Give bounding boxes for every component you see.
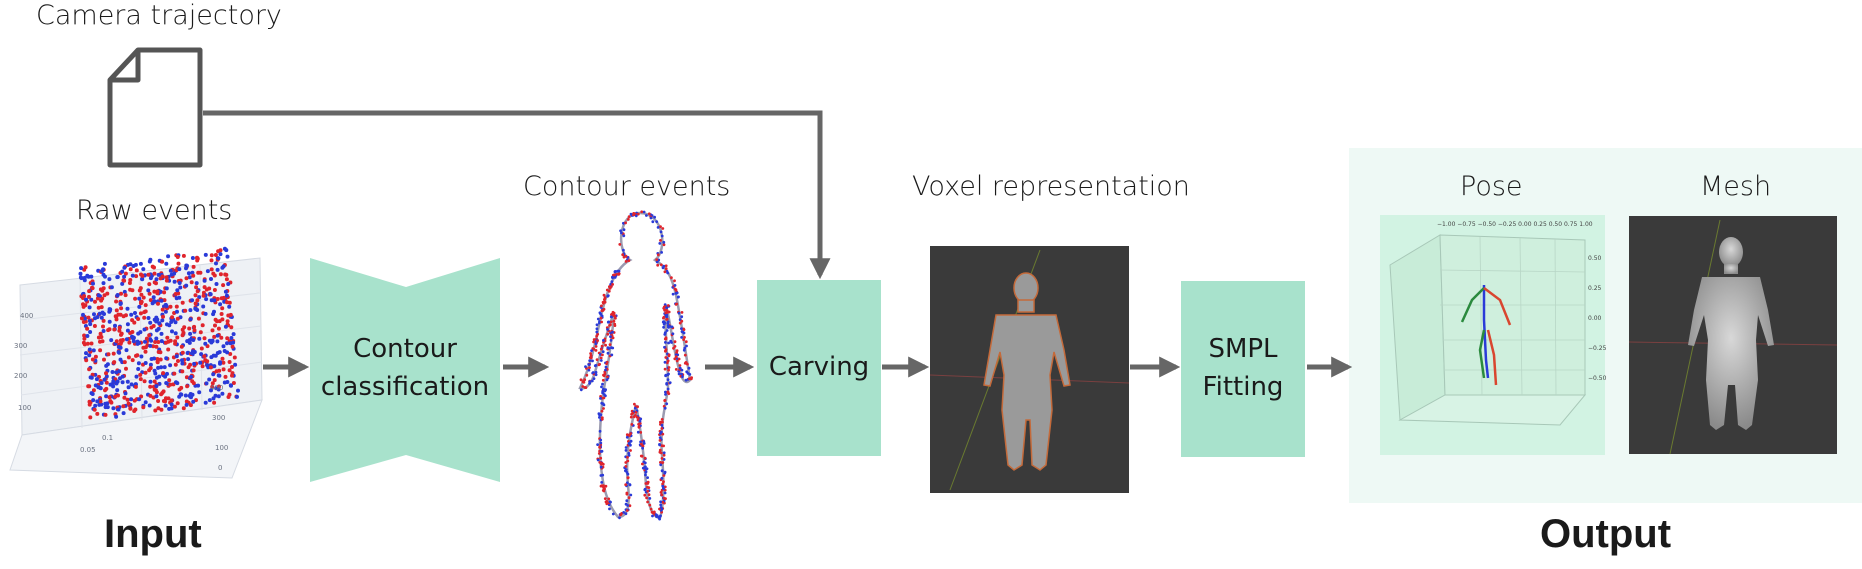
input-label: Input (104, 512, 202, 556)
camera-trajectory-label: Camera trajectory (36, 0, 282, 31)
document-icon (107, 47, 203, 168)
contour-events-label: Contour events (523, 171, 731, 202)
mesh-render (1628, 216, 1838, 455)
svg-text:300: 300 (14, 342, 27, 350)
svg-text:0.25: 0.25 (1588, 285, 1602, 292)
voxel-representation-label: Voxel representation (912, 171, 1190, 202)
carving-text: Carving (768, 352, 870, 382)
svg-text:100: 100 (18, 404, 31, 412)
output-label: Output (1540, 512, 1672, 556)
raw-events-plot: 400 300 200 100 0.05 0.1 400 300 100 0 (9, 246, 263, 479)
svg-text:−1.00 −0.75 −0.50 −0.25 0.00: −1.00 −0.75 −0.50 −0.25 0.00 0.25 0.50 0… (1437, 221, 1593, 228)
contour-classification-line1: Contour (353, 334, 457, 364)
svg-text:0.00: 0.00 (1588, 315, 1602, 322)
smpl-fitting-line1: SMPL (1208, 334, 1278, 364)
mesh-label: Mesh (1700, 171, 1772, 202)
svg-text:100: 100 (215, 444, 228, 452)
svg-text:400: 400 (20, 312, 33, 320)
carving-block (757, 280, 881, 456)
contour-classification-text: Contour classification (310, 330, 500, 406)
smpl-fitting-line2: Fitting (1202, 372, 1284, 402)
svg-text:−0.50: −0.50 (1588, 375, 1607, 382)
pose-label: Pose (1460, 171, 1523, 202)
svg-text:0.05: 0.05 (80, 446, 96, 454)
pose-plot: −1.00 −0.75 −0.50 −0.25 0.00 0.25 0.50 0… (1380, 215, 1607, 455)
svg-text:−0.25: −0.25 (1588, 345, 1607, 352)
contour-classification-line2: classification (320, 372, 490, 402)
svg-text:0: 0 (218, 464, 222, 472)
raw-events-label: Raw events (76, 195, 233, 226)
contour-classification-block (310, 258, 500, 482)
smpl-fitting-text: SMPL Fitting (1181, 330, 1305, 406)
contour-events-figure (578, 210, 693, 521)
trajectory-connector (203, 110, 831, 280)
svg-text:200: 200 (14, 372, 27, 380)
event-points (78, 246, 240, 420)
voxel-render (929, 246, 1130, 493)
svg-text:0.50: 0.50 (1588, 255, 1602, 262)
smpl-fitting-block (1181, 281, 1305, 457)
svg-text:0.1: 0.1 (102, 434, 113, 442)
svg-text:400: 400 (210, 384, 223, 392)
svg-text:300: 300 (212, 414, 225, 422)
